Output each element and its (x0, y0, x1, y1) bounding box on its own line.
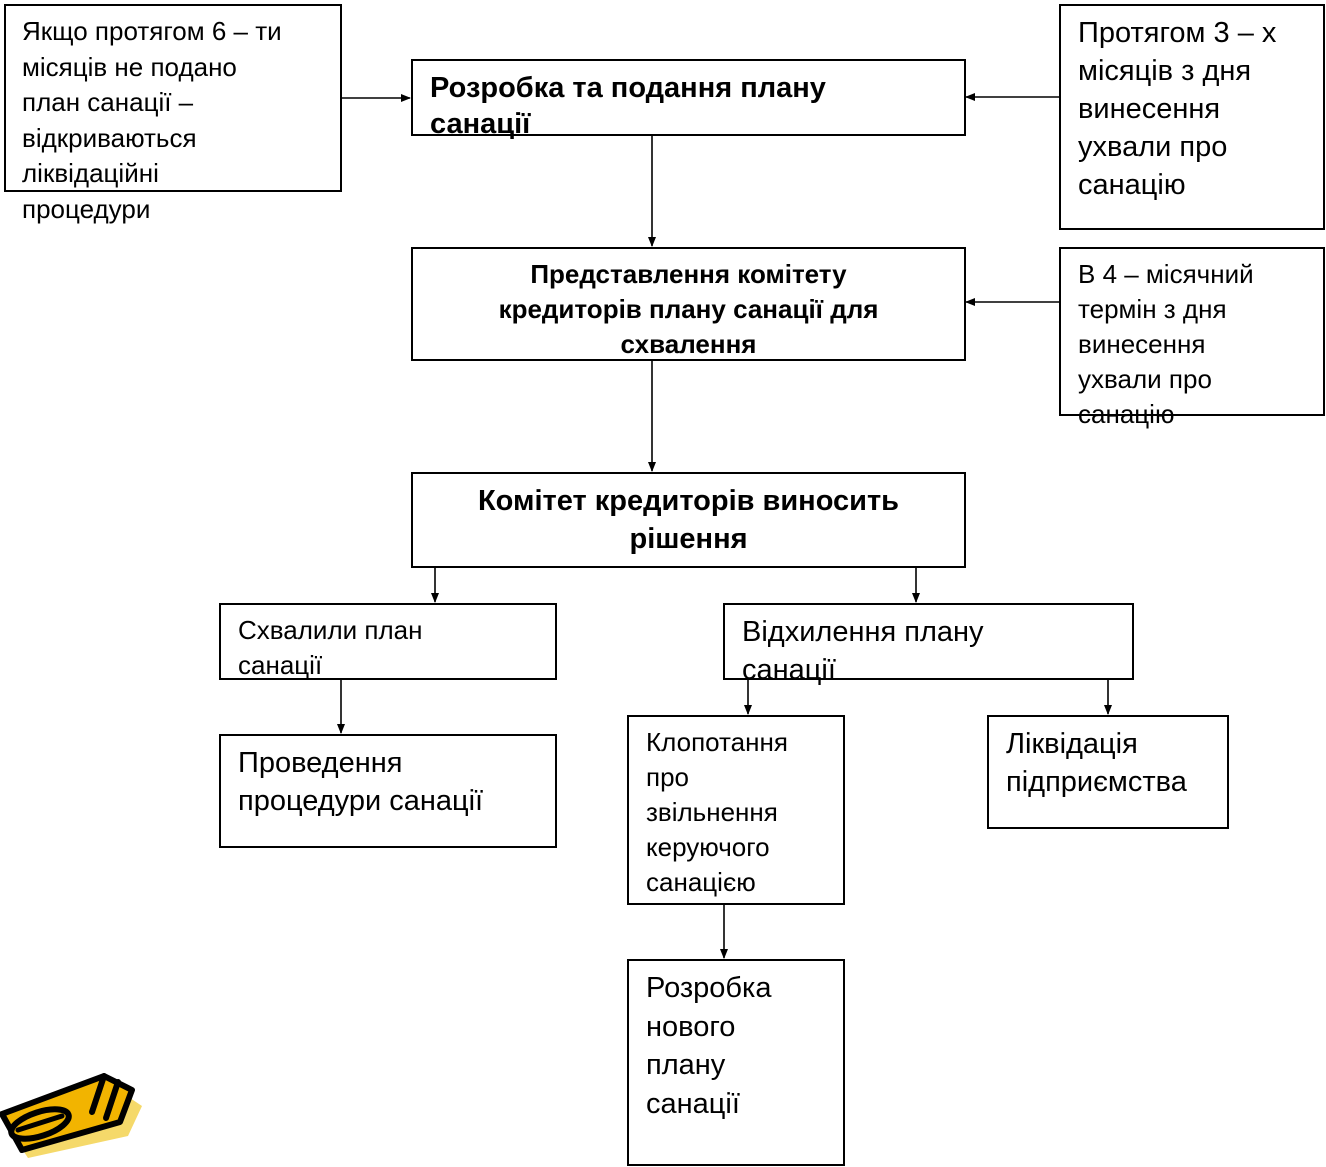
box-plan-rejected (723, 603, 1134, 680)
node-conduct-sanation: Проведення процедури санації (238, 747, 484, 817)
node-within-4-months: В 4 – місячний термін з дня винесення ух… (1078, 259, 1254, 429)
box-present-to-committee (411, 247, 966, 361)
node-within-3-months: Протягом 3 – х місяців з дня винесення у… (1078, 17, 1277, 201)
box-committee-decision (411, 472, 966, 568)
box-liquidation-if-no-plan (4, 4, 342, 192)
box-plan-approved (219, 603, 557, 680)
node-present-to-committee: Представлення комітету кредиторів плану … (498, 259, 879, 359)
node-plan-approved: Схвалили план санації (238, 615, 423, 680)
box-petition-dismissal (627, 715, 845, 905)
box-within-3-months (1059, 4, 1325, 230)
node-petition-dismissal: Клопотання про звільнення керуючого сана… (646, 727, 788, 897)
node-new-plan: Розробка нового плану санації (646, 972, 772, 1120)
node-liquidation-if-no-plan: Якщо протягом 6 – ти місяців не подано п… (22, 16, 282, 224)
box-enterprise-liquidation (987, 715, 1229, 829)
box-conduct-sanation (219, 734, 557, 848)
box-develop-plan (411, 59, 966, 136)
node-committee-decision: Комітет кредиторів виносить рішення (477, 485, 900, 555)
pencil-icon (0, 1073, 142, 1158)
node-plan-rejected: Відхилення плану санації (742, 616, 984, 686)
box-within-4-months (1059, 247, 1325, 416)
node-develop-plan: Розробка та подання плану санації (430, 72, 826, 140)
box-new-plan (627, 959, 845, 1166)
node-enterprise-liquidation: Ліквідація підприємства (1006, 728, 1187, 798)
